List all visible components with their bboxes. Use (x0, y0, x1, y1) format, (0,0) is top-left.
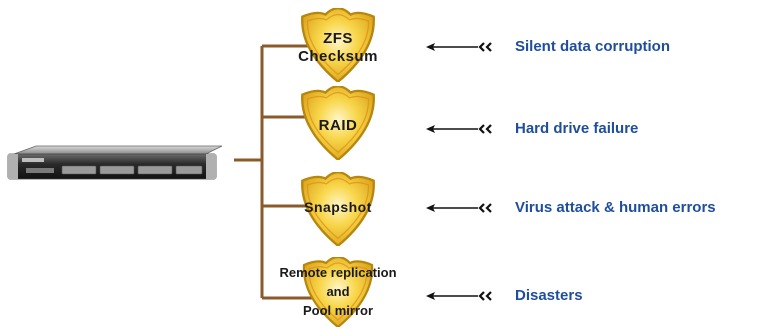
shield-label-snapshot: Snapshot (288, 198, 388, 216)
bracket (234, 44, 312, 300)
double-chevron-left-arrow-icon (426, 42, 493, 52)
shield-label-line: Checksum (298, 48, 378, 65)
shield-label-zfs-checksum: ZFS Checksum (288, 30, 388, 66)
threat-label: Disasters (515, 287, 583, 304)
double-chevron-left-arrow-icon (426, 291, 493, 301)
threat-label: Silent data corruption (515, 38, 671, 55)
threat-label: Hard drive failure (515, 120, 639, 137)
shield-label-line: RAID (318, 117, 358, 134)
shield-label-line: Pool mirror (302, 303, 374, 318)
shield-label-line: Remote replication (279, 265, 397, 280)
shield-label-raid: RAID (288, 117, 388, 135)
shield-label-line: Snapshot (304, 199, 372, 215)
rack-server-icon (7, 145, 223, 180)
double-chevron-left-arrow-icon (426, 124, 493, 134)
threat-label: Virus attack & human errors (515, 199, 716, 216)
shield-label-remote-replication: Remote replication and Pool mirror (268, 263, 408, 320)
double-chevron-left-arrow-icon (426, 203, 493, 213)
shield-label-line: ZFS (323, 30, 353, 47)
shield-label-line: and (326, 284, 350, 299)
